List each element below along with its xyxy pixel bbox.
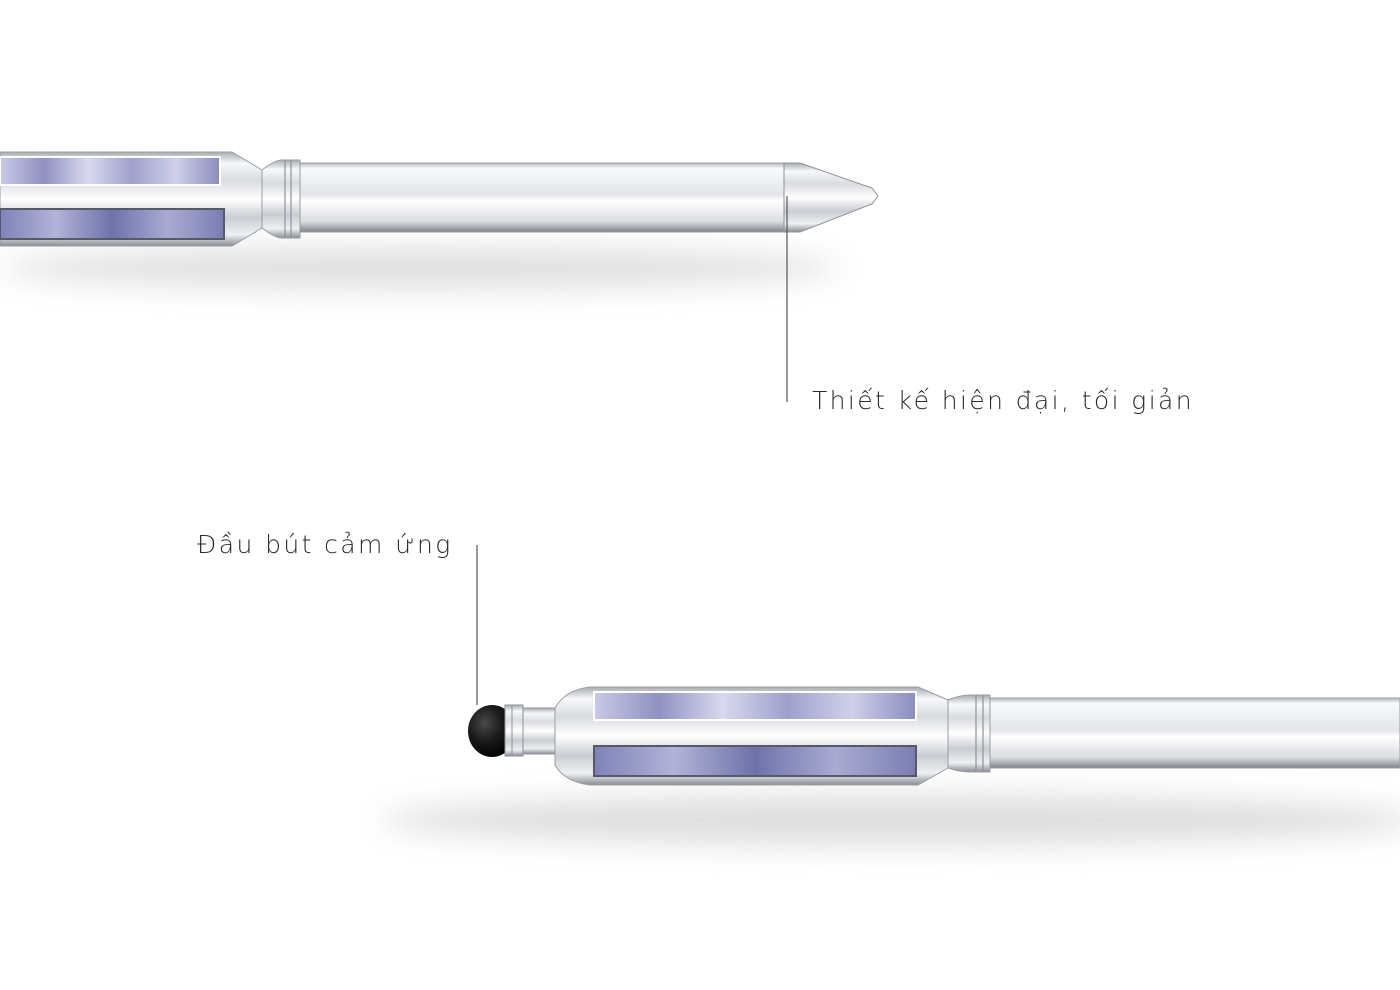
top-pen-inlay-lower <box>0 208 225 240</box>
bottom-pen-inlay-lower <box>593 745 917 777</box>
bottom-pen-shadow <box>380 794 1400 846</box>
bottom-pen-collar <box>947 694 991 773</box>
stylus-tip-holder <box>504 704 524 757</box>
top-pen <box>0 151 879 402</box>
top-pen-collar <box>261 159 301 239</box>
stylus-rubber-tip <box>468 705 516 757</box>
top-pen-shadow <box>0 246 840 290</box>
bottom-pen <box>380 545 1400 846</box>
top-pen-inlay-upper <box>0 156 221 186</box>
callout-modern-minimal-design: Thiết kế hiện đại, tối giản <box>812 386 1194 415</box>
bottom-pen-inlay-upper <box>593 691 917 721</box>
bottom-pen-barrel <box>989 697 1400 769</box>
top-pen-barrel <box>299 162 785 233</box>
callout-stylus-tip: Đầu bút cảm ứng <box>197 530 453 559</box>
top-pen-cone <box>783 162 879 233</box>
